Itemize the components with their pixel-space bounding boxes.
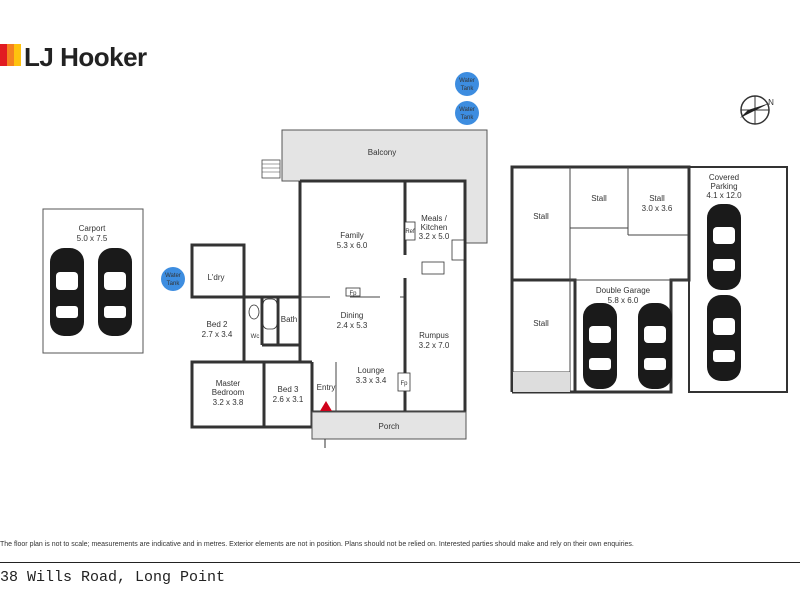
svg-text:Balcony: Balcony	[368, 148, 396, 157]
meals-size: 3.2 x 5.0	[419, 232, 450, 241]
svg-text:Fp: Fp	[349, 291, 357, 297]
rumpus-label: Rumpus	[419, 331, 449, 340]
brand-name: LJ Hooker	[24, 42, 147, 72]
car-icon	[707, 204, 741, 290]
dining-label: Dining	[341, 311, 364, 320]
porch: Porch	[311, 411, 467, 448]
meals-label: Meals /	[421, 214, 448, 223]
svg-text:5.0 x 7.5: 5.0 x 7.5	[77, 234, 108, 243]
svg-text:Porch: Porch	[379, 422, 400, 431]
family-label: Family	[340, 231, 364, 240]
floor-plan: N Water Tank Water Tank Water Tank Carpo…	[42, 72, 788, 448]
toilet-icon	[248, 304, 260, 320]
bed2-label: Bed 2	[207, 320, 228, 329]
fireplace-icon: Fp	[345, 287, 361, 297]
master-label-2: Bedroom	[212, 388, 245, 397]
rumpus-size: 3.2 x 7.0	[419, 341, 450, 350]
compass-label: N	[768, 98, 774, 107]
wc-label: Wc	[251, 334, 260, 340]
car-icon	[98, 248, 132, 336]
covered-parking-label: Covered	[709, 173, 739, 182]
garage-label: Double Garage	[596, 286, 651, 295]
fireplace-icon: Fp	[397, 372, 411, 392]
sink-icon	[451, 239, 465, 261]
carport: Carport 5.0 x 7.5	[42, 208, 144, 354]
svg-text:Carport: Carport	[79, 224, 106, 233]
fridge-icon: Ref	[404, 221, 416, 241]
car-icon	[707, 295, 741, 381]
water-tank-icon: Water Tank	[161, 267, 185, 291]
brand-logo	[0, 44, 22, 66]
water-tank-icon: Water Tank	[455, 72, 479, 96]
svg-text:Ref: Ref	[405, 229, 415, 235]
cooktop-icon	[421, 261, 445, 275]
stall-label: Stall	[533, 319, 549, 328]
entry-arrow-icon	[320, 401, 332, 411]
stairs-icon	[261, 159, 281, 179]
svg-text:Tank: Tank	[461, 115, 475, 121]
compass-icon: N	[740, 95, 774, 125]
car-icon	[638, 303, 672, 389]
entry-label: Entry	[317, 383, 336, 392]
dining-size: 2.4 x 5.3	[337, 321, 368, 330]
car-icon	[50, 248, 84, 336]
lounge-size: 3.3 x 3.4	[356, 376, 387, 385]
bed2-size: 2.7 x 3.4	[202, 330, 233, 339]
svg-text:Water: Water	[459, 107, 475, 113]
stall-label: Stall	[533, 212, 549, 221]
bath-label: Bath	[281, 315, 297, 324]
property-address: 38 Wills Road, Long Point	[0, 569, 226, 586]
svg-text:Tank: Tank	[167, 281, 181, 287]
stall-label: Stall	[649, 194, 665, 203]
garage-size: 5.8 x 6.0	[608, 296, 639, 305]
stall-label: Stall	[591, 194, 607, 203]
covered-parking-size: 4.1 x 12.0	[706, 191, 742, 200]
car-icon	[583, 303, 617, 389]
balcony: Balcony	[261, 129, 488, 244]
master-size: 3.2 x 3.8	[213, 398, 244, 407]
lounge-label: Lounge	[358, 366, 385, 375]
svg-text:Water: Water	[459, 78, 475, 84]
master-label: Master	[216, 379, 241, 388]
svg-text:Tank: Tank	[461, 86, 475, 92]
svg-text:Water: Water	[165, 273, 181, 279]
water-tank-icon: Water Tank	[455, 101, 479, 125]
svg-text:Fp: Fp	[400, 381, 408, 387]
kitchen-label: Kitchen	[421, 223, 448, 232]
stall-size: 3.0 x 3.6	[642, 204, 673, 213]
covered-parking-label-2: Parking	[710, 182, 737, 191]
bathtub-icon	[262, 298, 278, 330]
outbuilding	[510, 165, 788, 394]
bed3-label: Bed 3	[278, 385, 299, 394]
laundry-label: L'dry	[207, 273, 224, 282]
bed3-size: 2.6 x 3.1	[273, 395, 304, 404]
disclaimer-text: The floor plan is not to scale; measurem…	[0, 541, 634, 548]
divider	[0, 562, 800, 563]
family-size: 5.3 x 6.0	[337, 241, 368, 250]
